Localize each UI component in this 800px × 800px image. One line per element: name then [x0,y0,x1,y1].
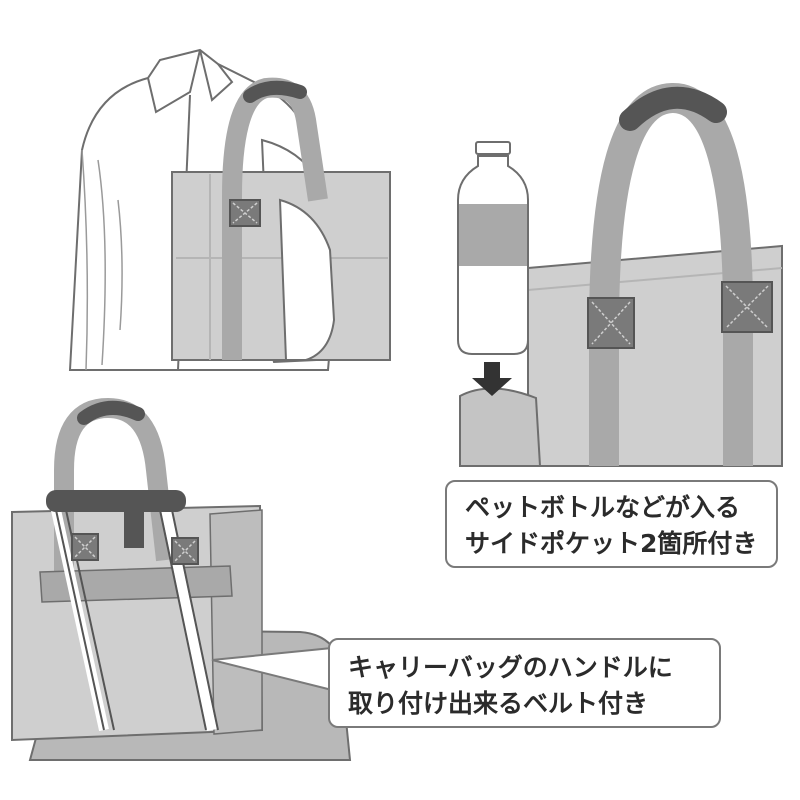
tote-bag-body-shoulder [171,171,391,361]
trolley-grip [46,490,186,512]
side-pocket [459,387,542,467]
insert-arrow-icon [472,362,512,396]
side-pocket-callout: ペットボトルなどが入る サイドポケット2箇所付き [445,480,778,568]
side-pocket-scene [457,83,783,467]
strap-patch-right [721,281,773,333]
callout-pointer [211,647,333,691]
side-pocket-callout-line2: サイドポケット2箇所付き [465,529,758,558]
sleeve-folds [81,149,309,371]
bottle-label [459,204,527,266]
carry-belt-callout-line1: キャリーバッグのハンドルに [348,653,673,682]
pet-bottle [457,141,529,355]
shoulder-carry-scene [68,48,391,371]
side-pocket-callout-line1: ペットボトルなどが入る [465,493,741,522]
carry-belt-callout: キャリーバッグのハンドルに 取り付け出来るベルト付き [328,638,721,728]
shirt-collar [147,49,234,114]
carry-belt-scene [11,397,352,761]
carry-belt-callout-line2: 取り付け出来るベルト付き [348,689,649,718]
